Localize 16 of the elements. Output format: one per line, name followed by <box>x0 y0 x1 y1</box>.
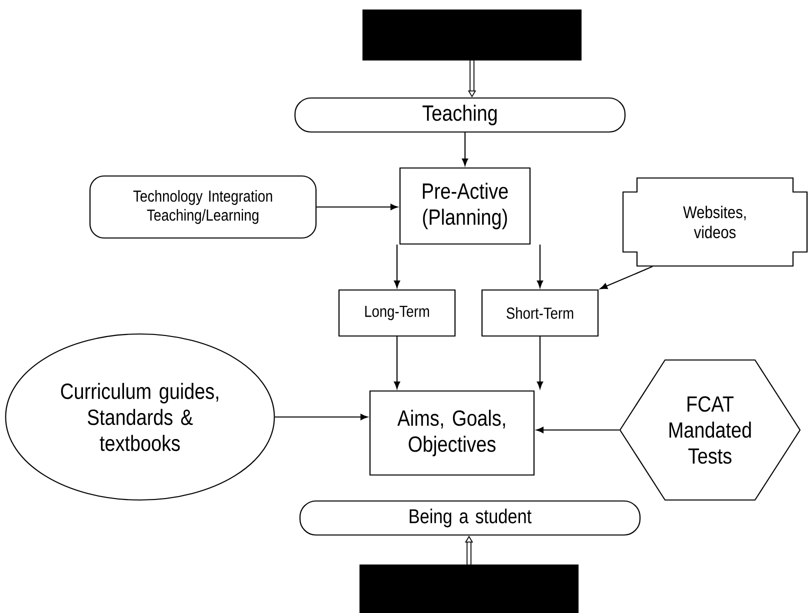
arrow <box>600 266 653 290</box>
process-box: Long-Term <box>338 289 456 337</box>
arrow <box>316 204 398 210</box>
arrow <box>462 132 468 166</box>
process-box: Aims, Goals, Objectives <box>369 390 535 476</box>
process-box: Pre-Active (Planning) <box>399 167 531 245</box>
arrow <box>536 336 544 389</box>
filled-box <box>362 9 582 61</box>
arrow <box>394 244 400 288</box>
arrow <box>274 414 368 420</box>
filled-box <box>359 564 579 613</box>
arrow <box>536 426 620 434</box>
arrow <box>394 336 400 389</box>
arrow <box>536 244 544 288</box>
process-box: Short-Term <box>481 289 599 337</box>
process-box: Technology Integration Teaching/Learning <box>89 175 317 239</box>
